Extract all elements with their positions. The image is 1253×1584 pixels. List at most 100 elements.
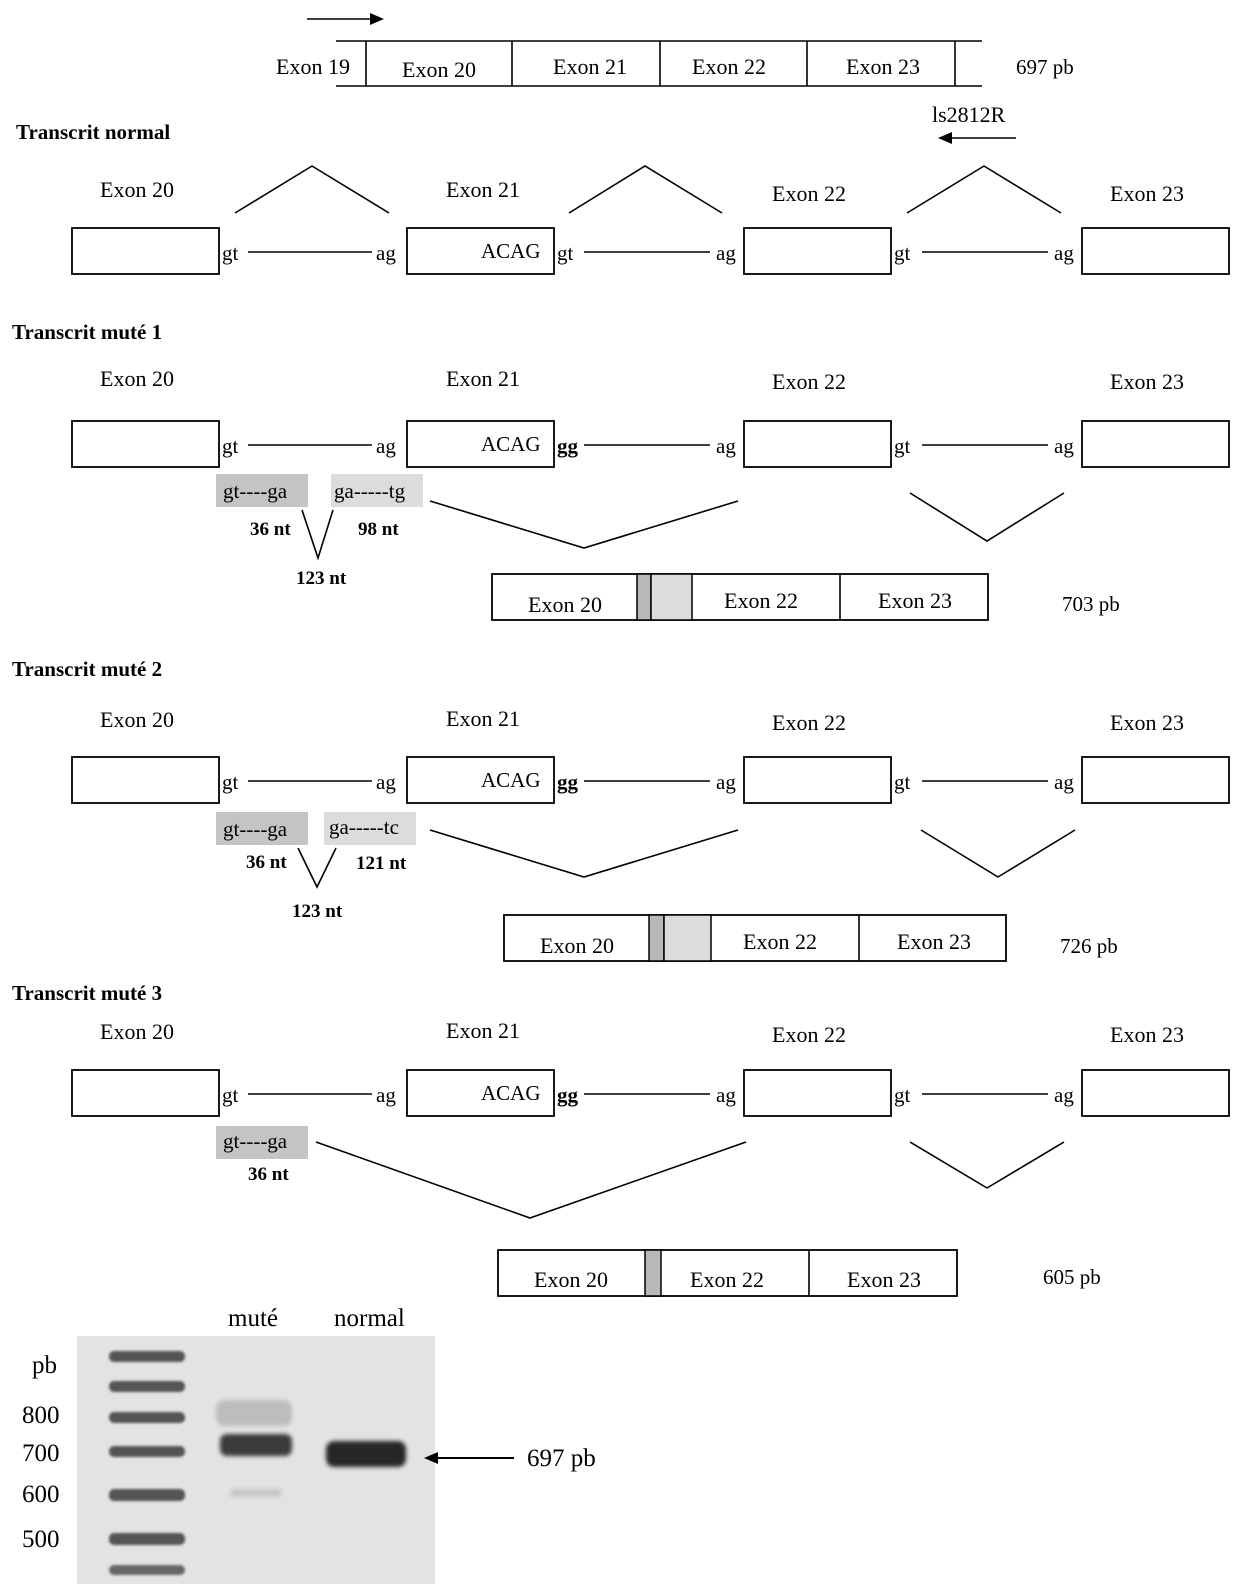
product-size-label: 605 pb [1043,1265,1101,1289]
gel-smear [216,1400,292,1426]
cryptic-region-box [324,812,416,845]
splice-join [909,492,1065,542]
exon-label: Exon 20 [100,177,174,202]
gel-marker-label: 600 [22,1481,60,1508]
exon-label: Exon 23 [1110,181,1184,206]
panel-title: Transcrit normal [16,120,170,144]
exon-label: Exon 21 [446,1018,520,1043]
amplicon-schematic: Exon 19 Exon 20 Exon 21 Exon 22 Exon 23 … [276,13,1074,144]
acag-label: ACAG [481,432,541,456]
amplicon-size-label: 697 pb [1016,55,1074,79]
exon-box [71,1069,220,1117]
exon-box [71,227,220,275]
exon-box [406,756,555,804]
exon-box [1081,1069,1230,1117]
amplicon-exon19-label: Exon 19 [276,54,350,79]
exon-box [1081,756,1230,804]
nt-length-label: 98 nt [358,519,399,540]
donor-site-label: gt [557,241,574,265]
gel-marker-label: 700 [22,1440,60,1467]
ladder-band [109,1565,185,1575]
gel-lane-label: normal [334,1305,405,1332]
acceptor-site-label: ag [376,434,396,458]
product-exon-label: Exon 20 [540,933,614,958]
inserted-segment [663,914,712,962]
splice-join [568,165,723,214]
cryptic-region-label: gt----ga [223,1129,288,1153]
gel-faint-band [230,1489,282,1497]
panel-title: Transcrit muté 3 [12,981,162,1005]
gel-arrow-label: 697 pb [527,1445,596,1472]
inserted-segment [644,1249,662,1297]
cryptic-region-box [216,812,308,845]
amplicon-exon-label: Exon 23 [846,54,920,79]
inserted-segment [650,573,693,621]
product-exon-label: Exon 23 [847,1267,921,1292]
product-exon-label: Exon 22 [743,929,817,954]
inserted-segment [648,914,665,962]
exon-label: Exon 20 [100,366,174,391]
nt-length-label: 123 nt [296,568,347,589]
exon-label: Exon 21 [446,177,520,202]
gel-lane-label: muté [228,1305,278,1332]
amplicon-exon-label: Exon 21 [553,54,627,79]
panel-title: Transcrit muté 2 [12,657,162,681]
donor-site-label: gt [222,770,239,794]
mutated-site-label: gg [557,434,579,458]
exon-box [743,420,892,468]
nt-length-label: 123 nt [292,901,343,922]
panel-transcrit-normal: Transcrit normal Exon 20 Exon 21 Exon 22… [16,120,1230,275]
exon-label: Exon 22 [772,369,846,394]
acceptor-site-label: ag [376,241,396,265]
exon-label: Exon 22 [772,1022,846,1047]
ladder-band [109,1489,185,1501]
exon-box [71,420,220,468]
acceptor-site-label: ag [716,770,736,794]
exon-label: Exon 23 [1110,710,1184,735]
product-size-label: 726 pb [1060,934,1118,958]
gel-unit-label: pb [32,1352,57,1379]
exon-label: Exon 22 [772,181,846,206]
donor-site-label: gt [894,770,911,794]
acceptor-site-label: ag [716,1083,736,1107]
acag-label: ACAG [481,239,541,263]
splice-join [429,500,739,549]
amplicon-exon-label: Exon 22 [692,54,766,79]
exon-label: Exon 23 [1110,369,1184,394]
donor-site-label: gt [222,241,239,265]
product-exon-label: Exon 22 [690,1267,764,1292]
exon-label: Exon 22 [772,710,846,735]
splice-join [909,1141,1065,1189]
acceptor-site-label: ag [1054,1083,1074,1107]
splice-join [315,1141,747,1219]
spliced-product-box [491,573,989,621]
exon-box [1081,227,1230,275]
mutated-site-label: gg [557,1083,579,1107]
exon-label: Exon 23 [1110,1022,1184,1047]
acceptor-site-label: ag [376,770,396,794]
acceptor-site-label: ag [716,434,736,458]
exon-box [71,756,220,804]
cryptic-region-box [216,1126,308,1159]
exon-box [743,227,892,275]
exon-label: Exon 21 [446,706,520,731]
acceptor-site-label: ag [1054,241,1074,265]
splice-join [429,829,739,878]
product-exon-label: Exon 20 [528,592,602,617]
splice-join [297,847,337,889]
product-exon-label: Exon 23 [897,929,971,954]
panel-transcrit-mute-2: Transcrit muté 2 Exon 20 Exon 21 Exon 22… [12,657,1230,962]
donor-site-label: gt [222,434,239,458]
splice-join [301,509,334,561]
panel-transcrit-mute-1: Transcrit muté 1 Exon 20 Exon 21 Exon 22… [12,320,1230,621]
cryptic-region-box [331,474,423,507]
gel-marker-label: 500 [22,1526,60,1553]
donor-site-label: gt [894,434,911,458]
cryptic-region-label: ga-----tc [329,815,399,839]
exon-box [743,756,892,804]
nt-length-label: 36 nt [248,1164,289,1185]
acag-label: ACAG [481,1081,541,1105]
acceptor-site-label: ag [716,241,736,265]
